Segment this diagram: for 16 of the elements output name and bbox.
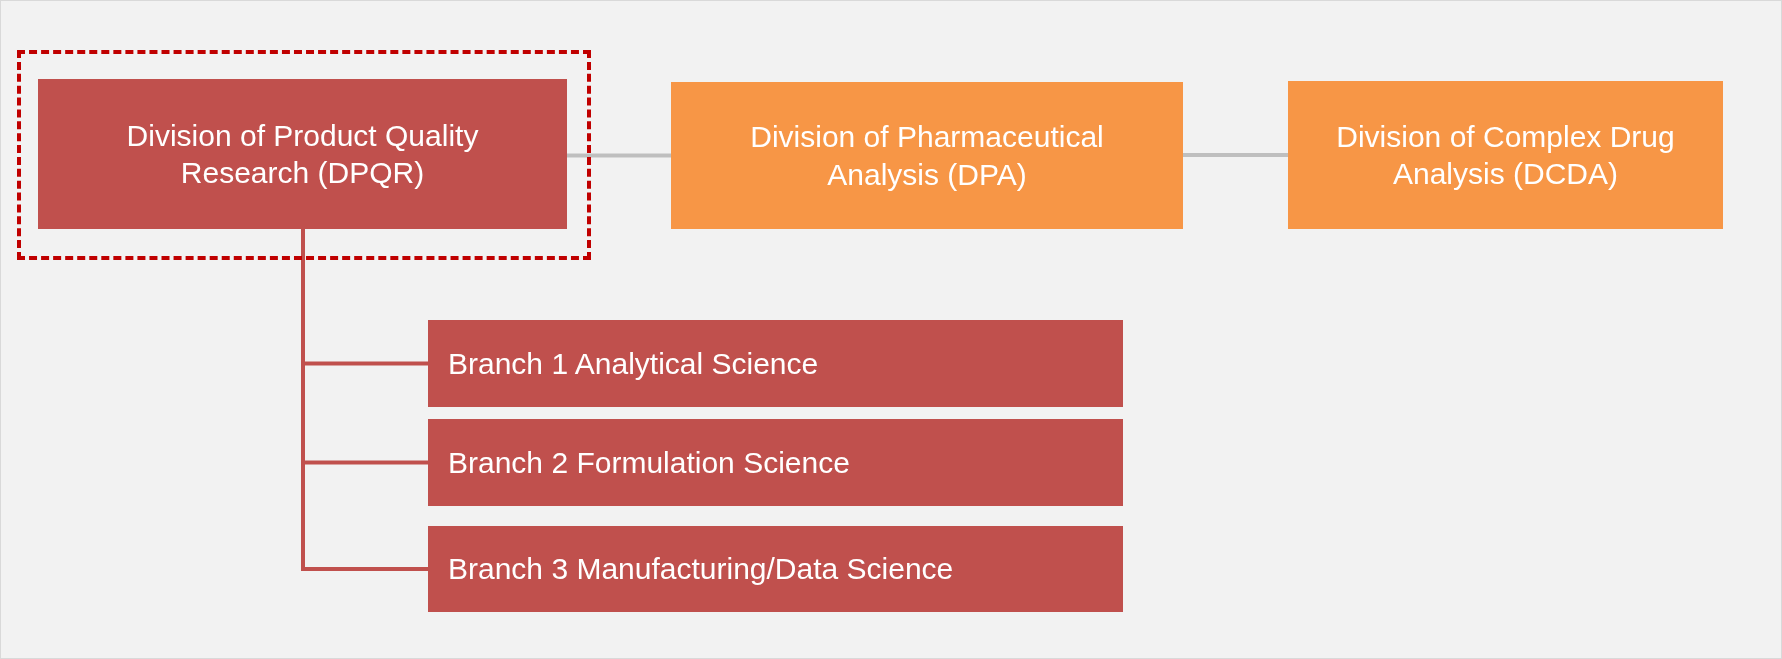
- branch-box: [428, 419, 1123, 506]
- connector-line: [301, 229, 428, 571]
- node-label: Branch 2 Formulation Science: [448, 444, 850, 481]
- node-label: Division of Pharmaceutical Analysis (DPA): [749, 119, 1105, 193]
- node-label: Branch 3 Manufacturing/Data Science: [448, 551, 954, 588]
- node-label: Division of Product Quality Research (DPQR): [125, 117, 480, 191]
- division-box: [671, 82, 1183, 229]
- connector-line: [1183, 153, 1288, 157]
- branch-box: [428, 526, 1123, 612]
- division-box: [1288, 81, 1723, 229]
- branch-box: [428, 320, 1123, 407]
- node-label: Branch 1 Analytical Science: [448, 345, 819, 382]
- division-box: [38, 79, 567, 229]
- node-label: Division of Complex Drug Analysis (DCDA): [1335, 118, 1676, 192]
- highlight-frame: [17, 50, 591, 260]
- connector-line: [567, 153, 671, 158]
